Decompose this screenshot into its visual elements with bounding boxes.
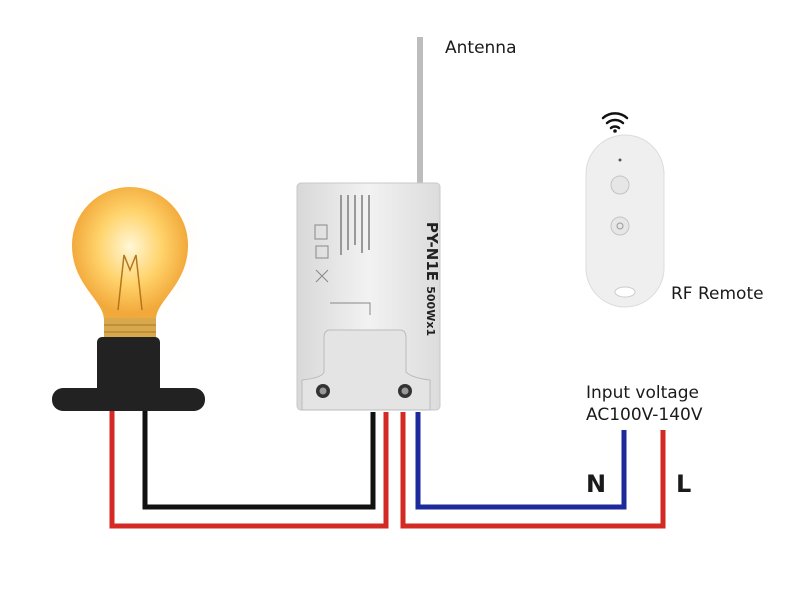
lamp-holder — [52, 337, 205, 411]
remote-second-button — [610, 216, 630, 236]
wifi-signal-icon — [601, 112, 629, 133]
module-rating: 500Wx1 — [424, 286, 437, 337]
voltage-range-label: AC100V-140V — [586, 405, 703, 425]
antenna-wire — [417, 37, 423, 192]
rf-remote — [585, 134, 665, 308]
module-label: PY-N1E 500Wx1 — [423, 199, 441, 359]
neutral-label: N — [586, 470, 607, 498]
live-wire-lamp — [109, 411, 389, 529]
input-voltage-label: Input voltage — [586, 383, 699, 403]
receiver-module — [296, 182, 441, 411]
live-label: L — [676, 470, 692, 498]
switched-wire-lamp — [142, 411, 376, 510]
neutral-wire-input — [415, 412, 627, 510]
rf-remote-label: RF Remote — [671, 284, 764, 304]
live-wire-input — [400, 412, 666, 529]
module-model: PY-N1E — [423, 221, 441, 282]
antenna-label: Antenna — [445, 38, 517, 58]
light-bulb — [50, 165, 210, 340]
remote-power-button — [610, 175, 630, 195]
